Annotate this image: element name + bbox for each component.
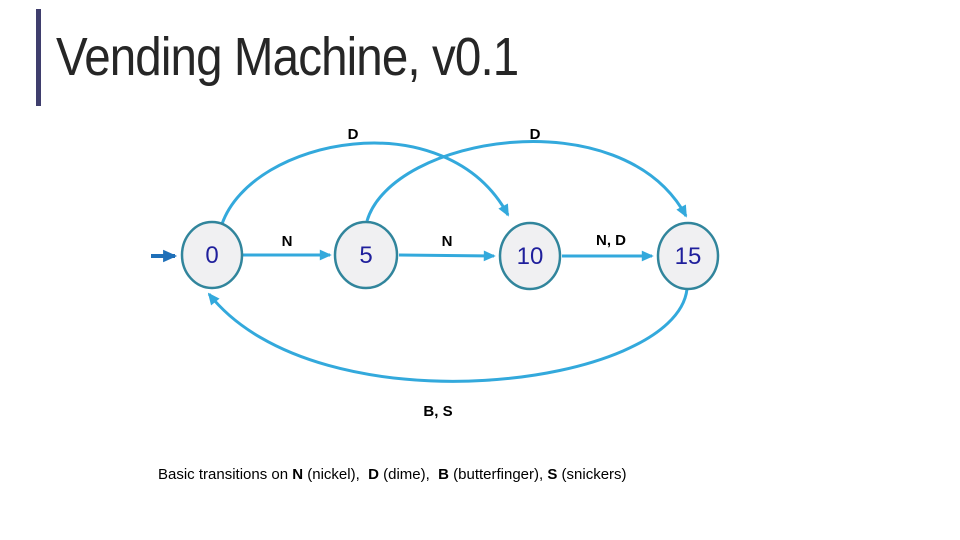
state-node-15 [656, 221, 720, 291]
transition-label-15-to-0: B, S [423, 403, 452, 420]
slide-title: Vending Machine, v0.1 [56, 27, 519, 87]
caption-desc-snickers: (snickers) [557, 466, 627, 483]
caption-key-b: B [438, 466, 449, 483]
transition-label-5-to-10: N [442, 233, 453, 250]
title-accent-bar [36, 9, 41, 106]
transition-label-0-to-5: N [282, 233, 293, 250]
transition-label-0-to-10: D [348, 126, 359, 143]
caption: Basic transitions on N (nickel), D (dime… [158, 466, 627, 483]
transition-arrow-5-to-10 [398, 250, 496, 262]
state-node-5 [333, 220, 399, 290]
caption-key-d: D [368, 466, 379, 483]
caption-key-s: S [547, 466, 558, 483]
state-label-5: 5 [359, 242, 372, 269]
transition-label-5-to-15: D [530, 126, 541, 143]
caption-desc-nickel: (nickel), [303, 466, 369, 483]
state-label-15: 15 [675, 243, 702, 270]
transition-arc-0-to-10 [220, 141, 510, 225]
state-node-10 [498, 221, 562, 291]
caption-desc-dime: (dime), [378, 466, 439, 483]
transition-label-10-to-15: N, D [596, 232, 626, 249]
transition-arc-5-to-15 [365, 140, 688, 222]
state-node-0 [180, 220, 244, 290]
caption-prefix: Basic transitions on [158, 466, 293, 483]
caption-desc-butterfinger: (butterfinger), [448, 466, 548, 483]
transition-arc-15-to-0 [207, 288, 689, 383]
state-label-0: 0 [205, 242, 218, 269]
caption-key-n: N [292, 466, 304, 483]
state-label-10: 10 [517, 243, 544, 270]
